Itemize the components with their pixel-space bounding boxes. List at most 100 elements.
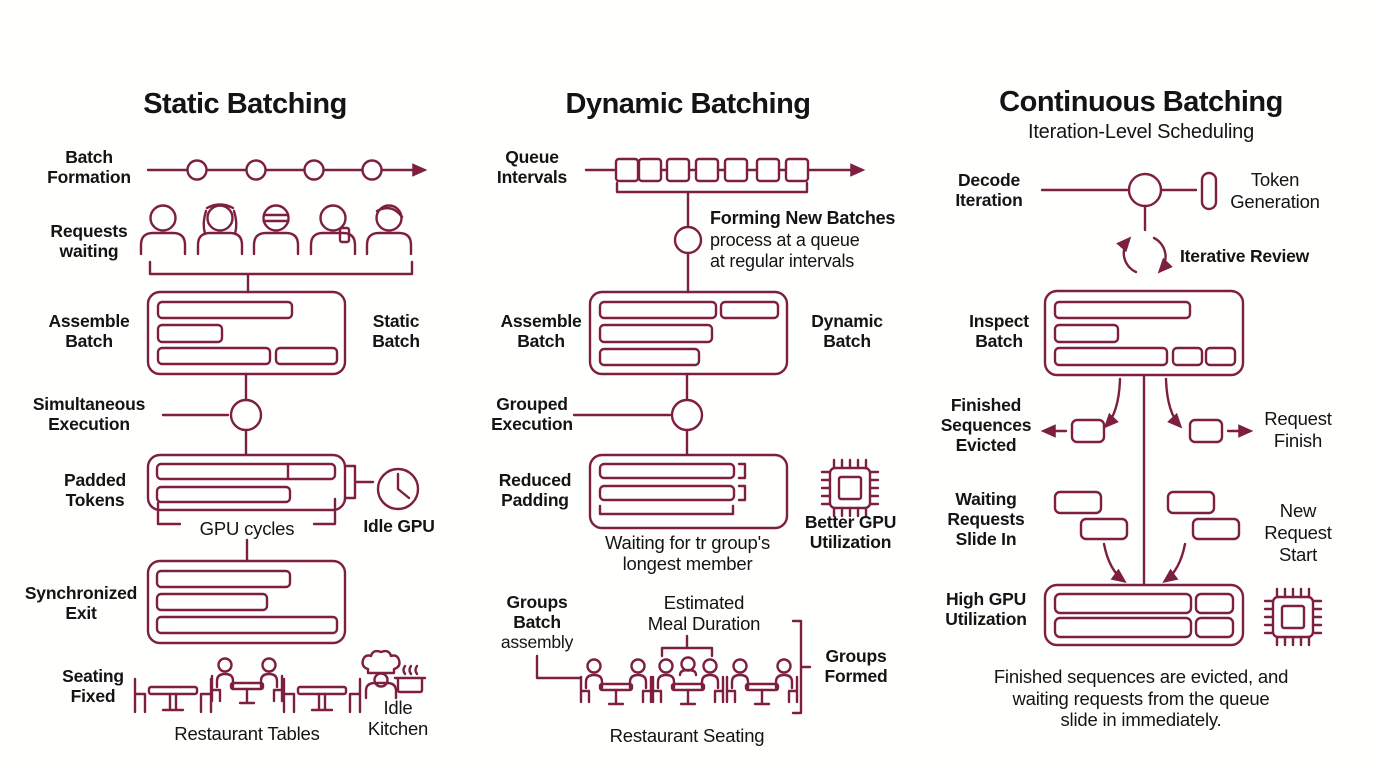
groups-formed-bracket bbox=[791, 619, 812, 715]
text-line: Assemble bbox=[500, 311, 582, 331]
text-line: Batch bbox=[975, 331, 1023, 351]
text-line: Batch bbox=[517, 331, 565, 351]
request-finish-arrow bbox=[1164, 377, 1254, 444]
high-gpu-container bbox=[1043, 583, 1245, 647]
restaurant-seating-label: Restaurant Seating bbox=[592, 725, 782, 746]
padded-tokens-container bbox=[146, 453, 375, 512]
text-line: Slide In bbox=[955, 529, 1017, 549]
inspect-batch-container bbox=[1043, 289, 1245, 377]
static-batching-title: Static Batching bbox=[95, 88, 395, 120]
iteration-level-scheduling-subtitle: Iteration-Level Scheduling bbox=[980, 120, 1302, 144]
restaurant-tables-label: Restaurant Tables bbox=[152, 723, 342, 744]
text-line: Better GPU bbox=[804, 512, 897, 532]
queue-intervals-arrow bbox=[584, 157, 866, 183]
text-line: Padding bbox=[501, 490, 569, 510]
text-line: Batch bbox=[823, 331, 871, 351]
text-line: Iterative Review bbox=[1180, 246, 1310, 266]
text-line: Batch bbox=[65, 147, 113, 167]
text-line: High GPU bbox=[945, 589, 1027, 609]
table-icon bbox=[282, 677, 362, 714]
text-line: Requests bbox=[947, 509, 1025, 529]
text-line: Batch bbox=[513, 612, 561, 632]
text-line: longest member bbox=[622, 553, 753, 574]
idle-gpu-bracket bbox=[343, 464, 375, 500]
text-line: Intervals bbox=[496, 167, 568, 187]
table-with-people-icon bbox=[210, 657, 284, 705]
text-line: Grouped bbox=[496, 394, 568, 414]
text-line: waiting bbox=[59, 241, 119, 261]
text-line: GPU cycles bbox=[199, 518, 295, 539]
text-line: waiting requests from the queue bbox=[1012, 687, 1270, 709]
text-line: Padded bbox=[63, 470, 126, 490]
text-line: Sequences bbox=[940, 415, 1032, 435]
idle-gpu-label: Idle GPU bbox=[352, 516, 446, 536]
text-line: New bbox=[1279, 500, 1317, 521]
text-line: Restaurant Tables bbox=[174, 723, 320, 744]
text-line: Waiting for tr group's bbox=[604, 532, 770, 553]
gpu-chip-icon bbox=[820, 458, 880, 518]
text-line: Simultaneous bbox=[32, 394, 146, 414]
iterative-review-label: Iterative Review bbox=[1180, 246, 1340, 266]
gpu-cycles-bracket bbox=[156, 497, 337, 563]
text-line: Synchronized bbox=[24, 583, 138, 603]
text-line: Static Batching bbox=[143, 88, 347, 120]
text-line: Start bbox=[1278, 544, 1318, 565]
text-line: Fixed bbox=[70, 686, 116, 706]
dynamic-assemble-batch-container bbox=[588, 290, 789, 376]
simultaneous-execution-node bbox=[161, 372, 263, 457]
gpu-chip-icon bbox=[1263, 587, 1323, 647]
reduced-padding-container bbox=[588, 453, 789, 530]
waiting-requests-people-icons bbox=[139, 203, 413, 256]
text-line: Exit bbox=[65, 603, 97, 623]
text-line: Finish bbox=[1273, 430, 1323, 451]
text-line: Groups bbox=[506, 592, 568, 612]
table-with-people-icon bbox=[651, 656, 725, 706]
new-request-bars bbox=[1162, 490, 1241, 583]
continuous-batching-title: Continuous Batching bbox=[980, 86, 1302, 118]
steam-icon bbox=[402, 664, 419, 676]
evicted-sequence-arrow bbox=[1040, 377, 1122, 444]
text-line: assembly bbox=[500, 632, 574, 652]
text-line: Formation bbox=[47, 167, 131, 187]
text-line: Idle bbox=[383, 697, 413, 718]
table-icon bbox=[133, 677, 213, 714]
token-pill-icon bbox=[1200, 171, 1218, 211]
text-line: Groups bbox=[825, 646, 887, 666]
text-line: process at a queue bbox=[710, 229, 860, 250]
text-line: Batch bbox=[372, 331, 420, 351]
text-line: Queue bbox=[505, 147, 559, 167]
text-line: Token bbox=[1250, 169, 1300, 190]
text-line: Finished bbox=[950, 395, 1022, 415]
decode-iteration-node bbox=[1040, 171, 1218, 211]
static-timeline-arrow bbox=[146, 159, 428, 181]
text-line: Decode bbox=[957, 170, 1020, 190]
text-line: Forming New Batches bbox=[710, 208, 896, 228]
text-line: Tokens bbox=[65, 490, 125, 510]
static-assemble-batch-container bbox=[146, 290, 347, 376]
text-line: Restaurant Seating bbox=[609, 725, 765, 746]
text-line: Evicted bbox=[955, 435, 1017, 455]
text-line: Utilization bbox=[809, 532, 892, 552]
text-line: Dynamic bbox=[811, 311, 883, 331]
text-line: Static bbox=[372, 311, 420, 331]
person-phone-icon bbox=[309, 204, 357, 256]
text-line: Kitchen bbox=[367, 718, 429, 739]
dynamic-batching-title: Dynamic Batching bbox=[538, 88, 838, 120]
person-cap-icon bbox=[252, 204, 300, 256]
